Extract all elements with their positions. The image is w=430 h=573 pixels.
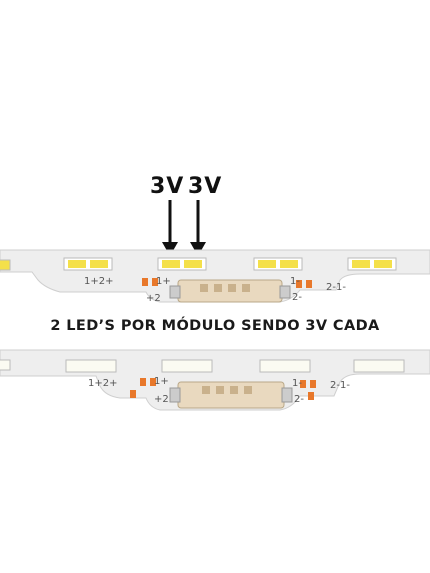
silkscreen-a-bottom: 1+2+ — [88, 378, 118, 389]
connector-bottom — [169, 381, 293, 409]
led-group-1 — [0, 259, 11, 271]
voltage-label-right: 3V — [188, 174, 223, 199]
silkscreen-a-top: 1+2+ — [84, 276, 114, 287]
silkscreen-f-bottom: 2-1- — [330, 380, 350, 391]
silkscreen-c-top: +2 — [146, 293, 161, 304]
led-group-b3 — [161, 359, 213, 373]
silkscreen-e-bottom: 2- — [294, 394, 304, 405]
led-strip-top — [0, 249, 430, 303]
silkscreen-b-bottom: 1+ — [154, 376, 169, 387]
connector-top — [169, 279, 291, 303]
led-strip-bottom — [0, 349, 430, 411]
silkscreen-d-bottom: 1- — [292, 378, 302, 389]
silkscreen-c-bottom: +2 — [154, 394, 169, 405]
led-group-2 — [63, 257, 113, 271]
silkscreen-e-top: 2- — [292, 292, 302, 303]
led-group-b5 — [353, 359, 405, 373]
silkscreen-d-top: 1- — [290, 276, 300, 287]
caption: 2 LED’S POR MÓDULO SENDO 3V CADA — [50, 318, 380, 334]
led-group-b2 — [65, 359, 117, 373]
led-group-b4 — [259, 359, 311, 373]
voltage-label-left: 3V — [150, 174, 185, 199]
led-group-b1 — [0, 359, 11, 371]
silkscreen-f-top: 2-1- — [326, 282, 346, 293]
led-group-5 — [347, 257, 397, 271]
led-group-4 — [253, 257, 303, 271]
led-group-3 — [157, 257, 207, 271]
silkscreen-b-top: 1+ — [156, 276, 171, 287]
